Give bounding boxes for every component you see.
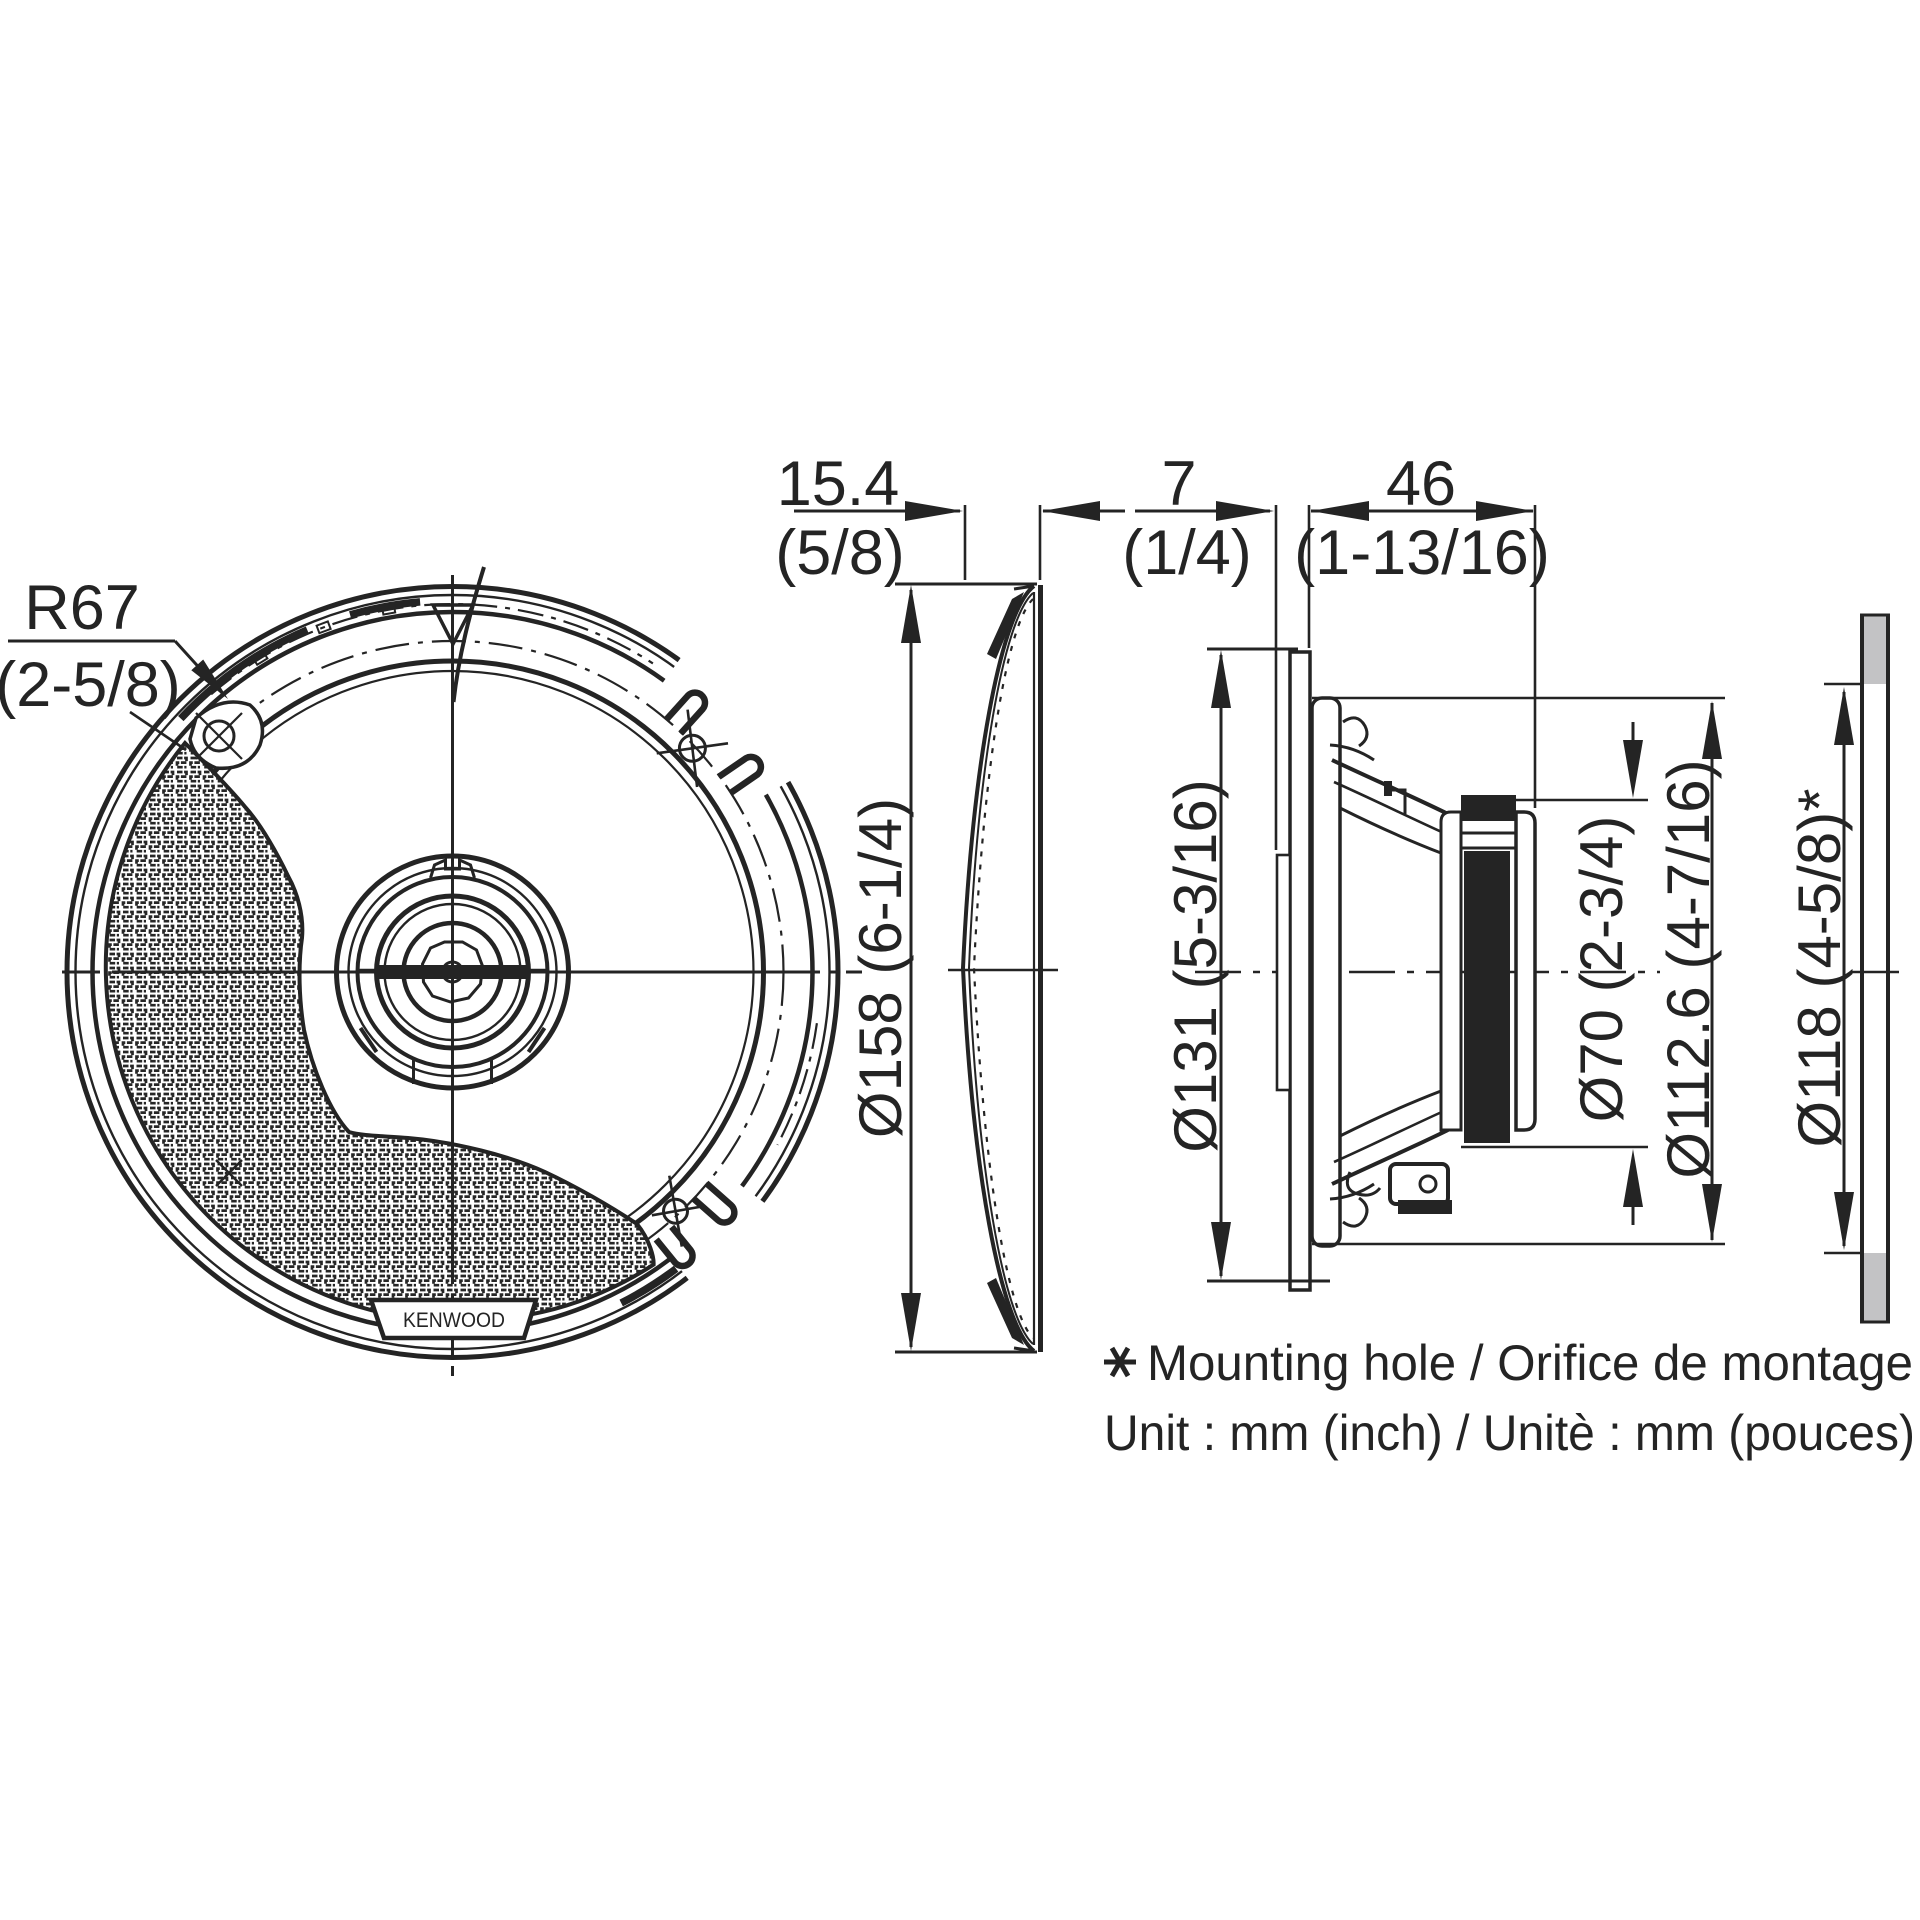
- svg-text:15.4: 15.4: [777, 449, 900, 519]
- svg-text:Ø131 (5-3/16): Ø131 (5-3/16): [1162, 779, 1229, 1153]
- svg-text:KENWOOD: KENWOOD: [403, 1309, 505, 1332]
- svg-text:Unit : mm (inch) / Unitè : mm: Unit : mm (inch) / Unitè : mm (pouces): [1104, 1405, 1915, 1461]
- svg-text:Mounting hole / Orifice de mon: Mounting hole / Orifice de montage: [1147, 1335, 1913, 1391]
- svg-text:(2-5/8): (2-5/8): [0, 650, 181, 720]
- svg-text:(5/8): (5/8): [775, 518, 905, 588]
- svg-text:7: 7: [1161, 449, 1196, 519]
- svg-text:Ø158 (6-1/4): Ø158 (6-1/4): [847, 798, 914, 1138]
- svg-text:(1-13/16): (1-13/16): [1294, 518, 1550, 588]
- svg-text:46: 46: [1386, 449, 1456, 519]
- svg-text:Ø70 (2-3/4): Ø70 (2-3/4): [1568, 816, 1635, 1123]
- svg-text:Ø112.6 (4-7/16): Ø112.6 (4-7/16): [1655, 759, 1722, 1178]
- svg-text:(1/4): (1/4): [1122, 518, 1252, 588]
- svg-text:Ø118 (4-5/8)*: Ø118 (4-5/8)*: [1786, 788, 1853, 1147]
- svg-text:R67: R67: [24, 573, 140, 643]
